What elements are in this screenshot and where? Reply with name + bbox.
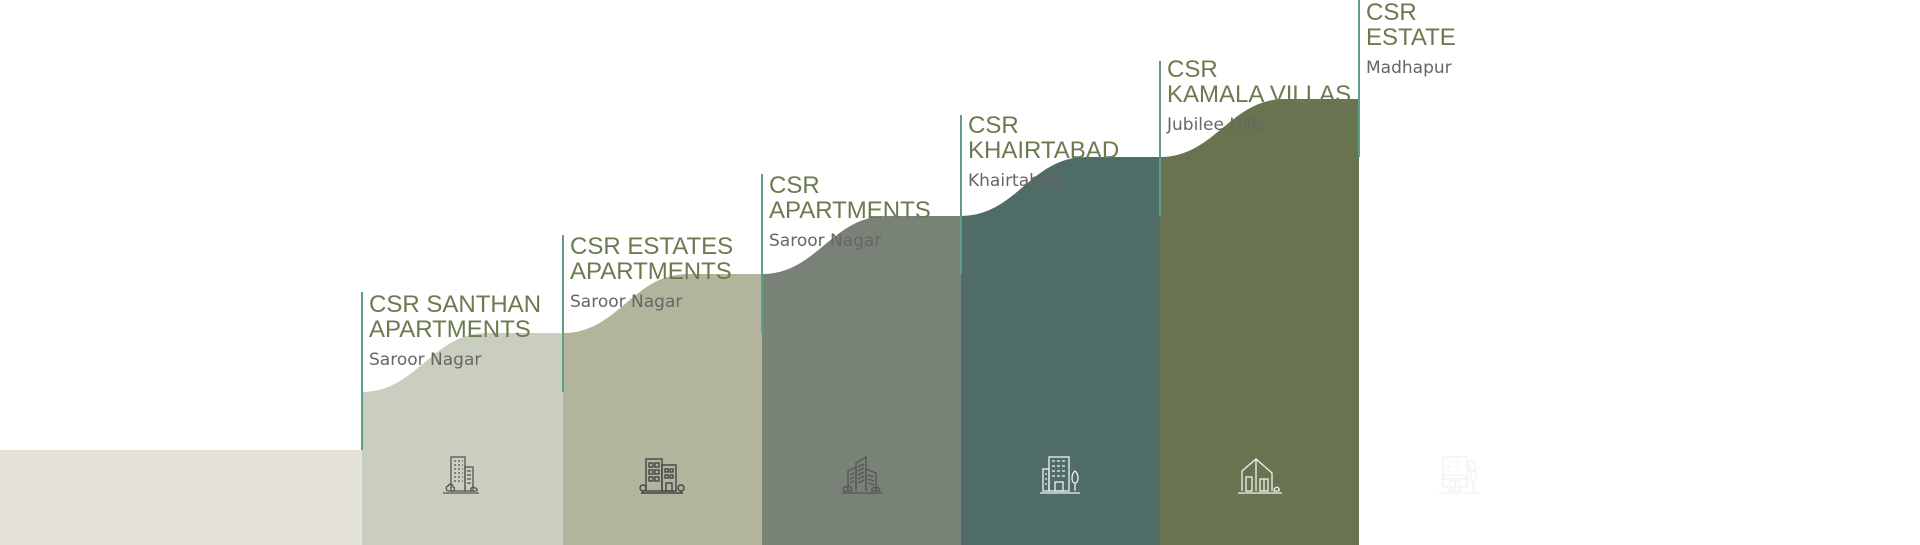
office-tree-icon (1037, 451, 1085, 499)
project-title-line: ESTATE (1366, 24, 1456, 51)
project-title-line: APARTMENTS (570, 258, 732, 285)
estate-tree-icon (1435, 451, 1483, 499)
project-location: Saroor Nagar (369, 350, 482, 370)
project-title: CSR KAMALA VILLAS (1167, 57, 1351, 107)
project-title-line: KHAIRTABAD (968, 137, 1120, 164)
step-area-4 (762, 216, 961, 545)
project-label-1: CSR SANTHAN APARTMENTS Saroor Nagar (369, 292, 541, 371)
step-area-6 (1160, 99, 1359, 545)
project-title: CSR APARTMENTS (769, 173, 931, 223)
project-title-line: CSR (968, 112, 1019, 139)
project-label-5: CSR KAMALA VILLAS Jubilee Hills (1167, 57, 1351, 136)
project-title-line: CSR (1366, 0, 1417, 26)
step-area-3 (563, 274, 762, 545)
step-marker-1 (361, 292, 363, 450)
project-title: CSR ESTATE (1366, 0, 1456, 50)
step-marker-4 (960, 115, 962, 274)
project-title-line: CSR ESTATES (570, 233, 734, 260)
apartment-block-icon (638, 451, 686, 499)
project-location: Saroor Nagar (769, 231, 882, 251)
skyscrapers-icon (838, 451, 886, 499)
step-area-5 (961, 157, 1160, 545)
building-icon (437, 451, 485, 499)
villa-icon (1236, 451, 1284, 499)
project-label-3: CSR APARTMENTS Saroor Nagar (769, 173, 931, 252)
step-area-1 (0, 392, 467, 545)
project-title-line: CSR (769, 172, 820, 199)
project-title: CSR ESTATES APARTMENTS (570, 234, 733, 284)
project-label-6: CSR ESTATE Madhapur (1366, 0, 1456, 79)
step-marker-6 (1358, 0, 1360, 157)
project-title-line: APARTMENTS (769, 197, 931, 224)
project-title-line: APARTMENTS (369, 316, 531, 343)
step-marker-2 (562, 235, 564, 392)
project-title-line: CSR (1167, 56, 1218, 83)
project-label-2: CSR ESTATES APARTMENTS Saroor Nagar (570, 234, 733, 313)
step-area-2 (362, 333, 563, 545)
project-location: Saroor Nagar (570, 292, 683, 312)
project-label-4: CSR KHAIRTABAD Khairtabad (968, 113, 1119, 192)
project-title-line: KAMALA VILLAS (1167, 81, 1352, 108)
project-location: Madhapur (1366, 58, 1452, 78)
step-marker-5 (1159, 61, 1161, 216)
step-marker-3 (761, 174, 763, 333)
project-location: Jubilee Hills (1167, 115, 1266, 135)
project-title-line: CSR SANTHAN (369, 291, 542, 318)
project-title: CSR KHAIRTABAD (968, 113, 1119, 163)
project-title: CSR SANTHAN APARTMENTS (369, 292, 541, 342)
project-location: Khairtabad (968, 171, 1062, 191)
